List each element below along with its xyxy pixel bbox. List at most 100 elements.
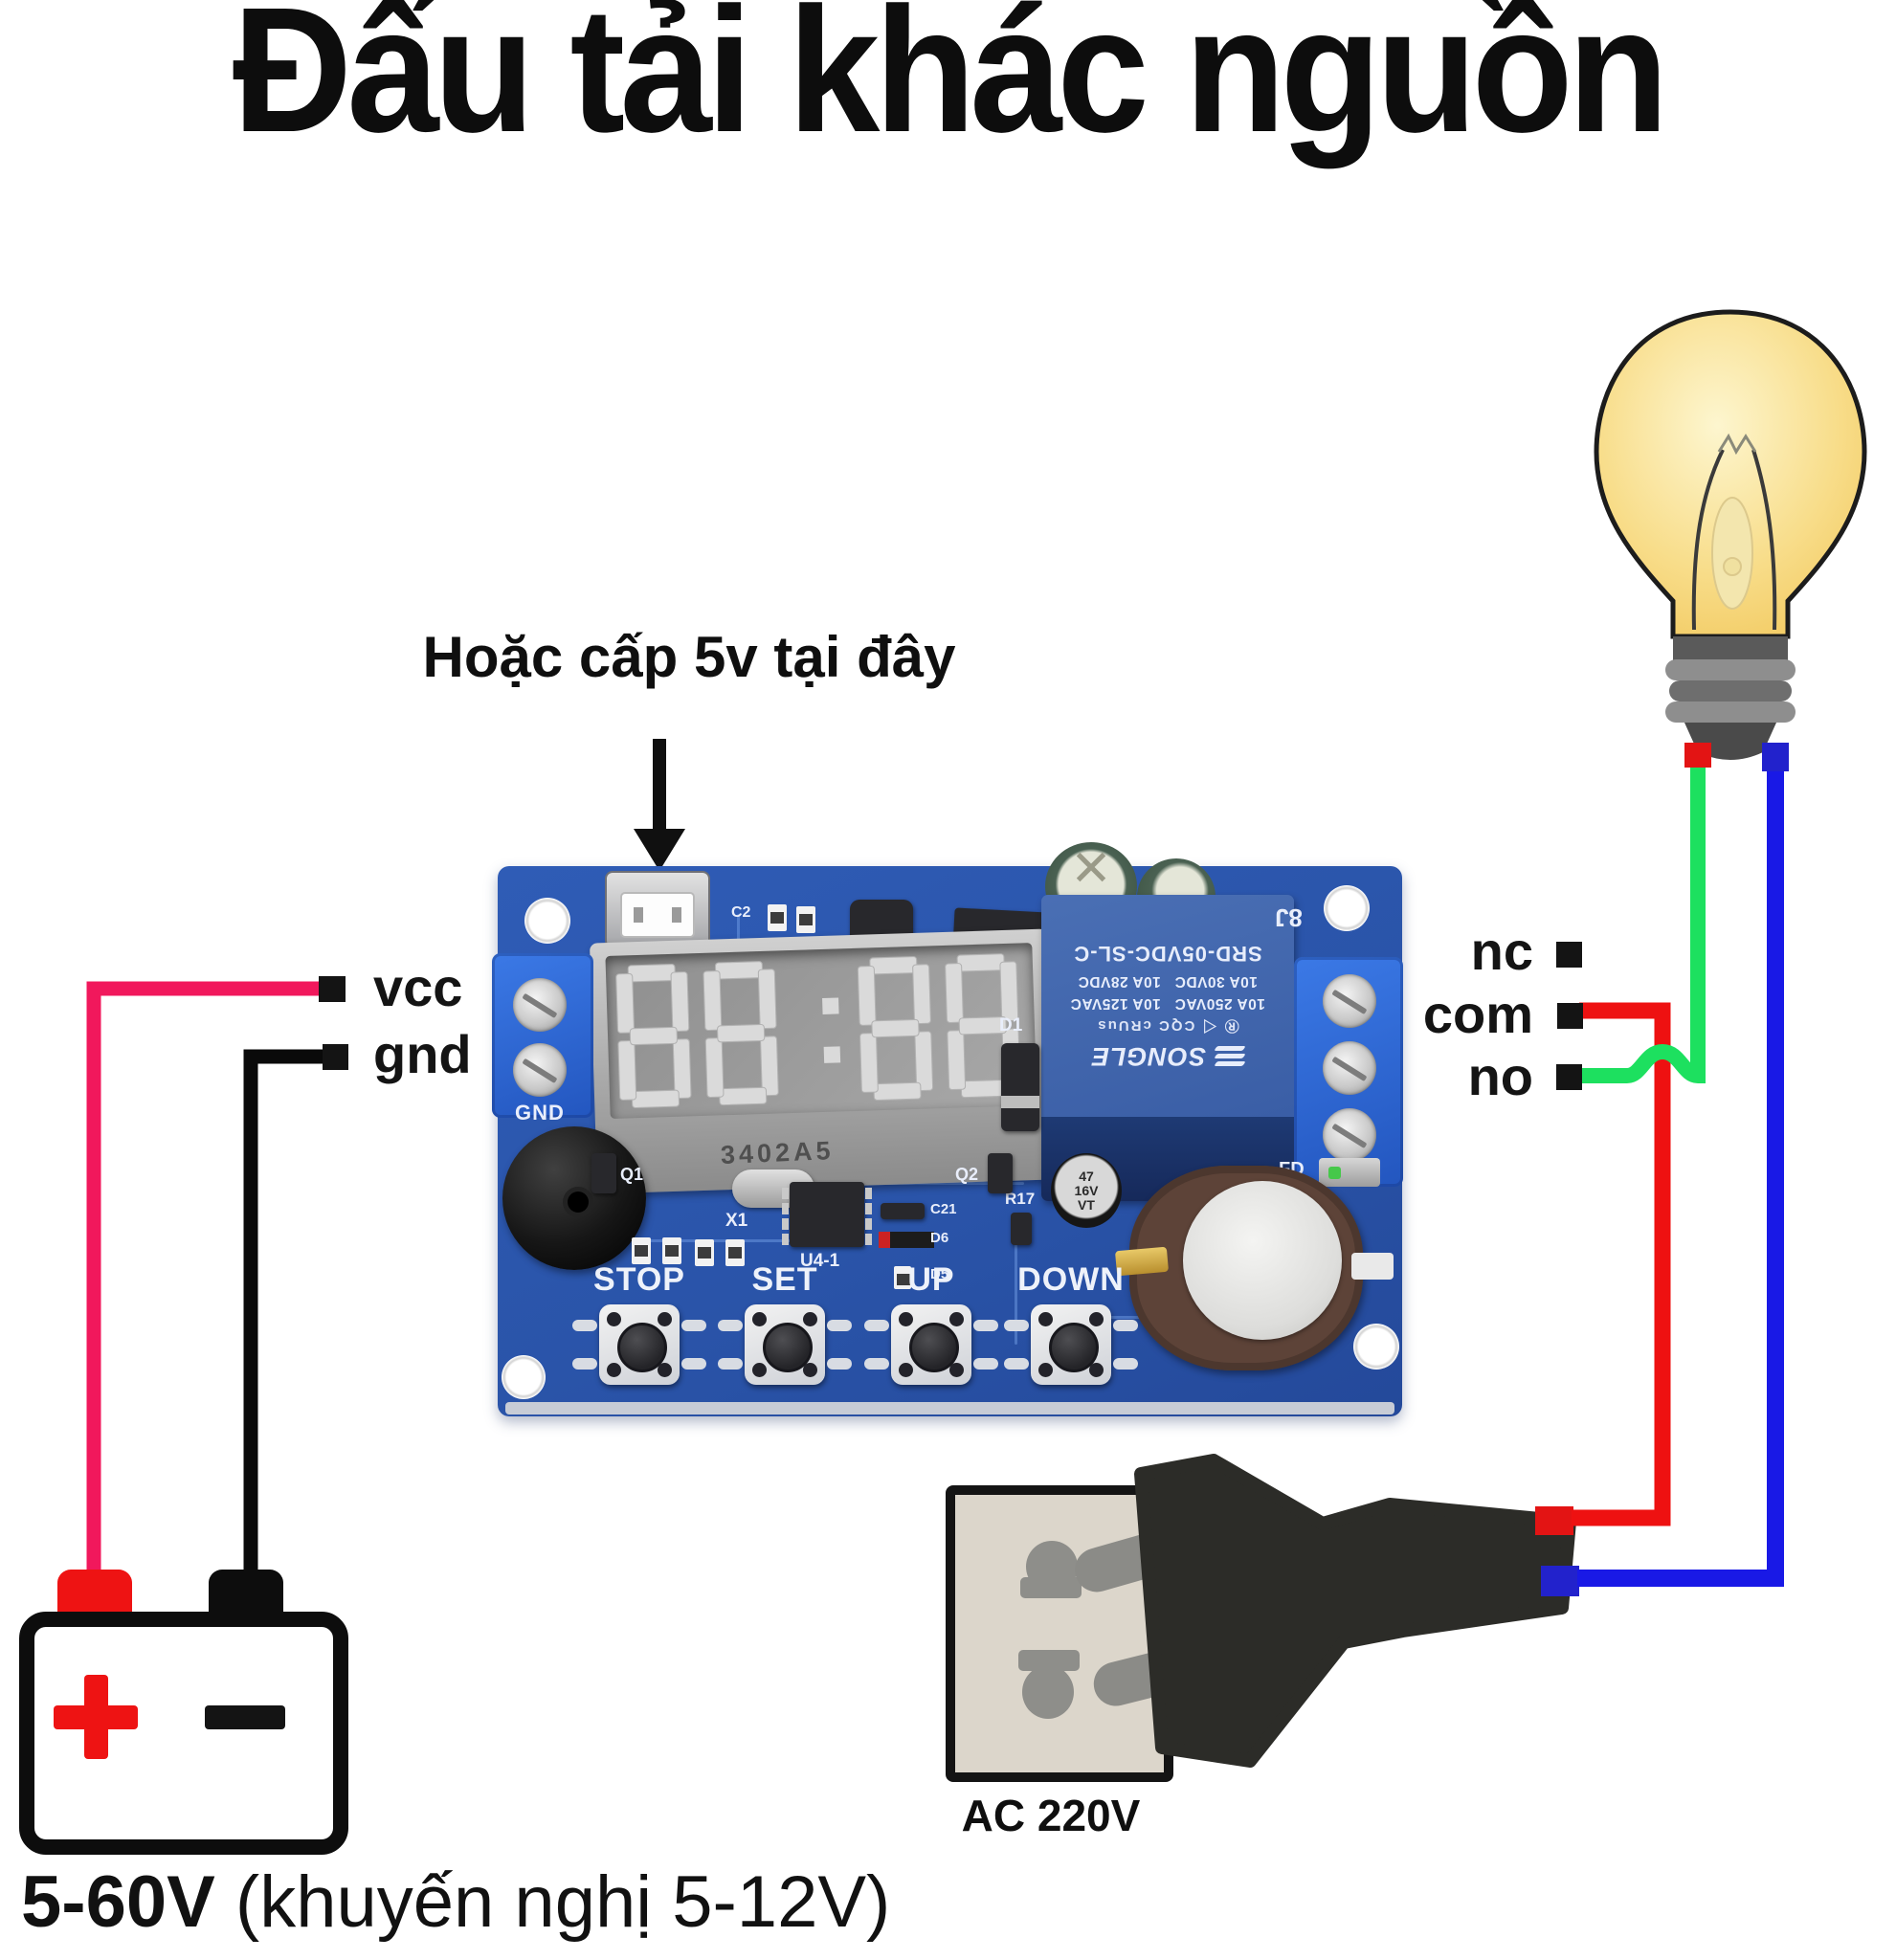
display-digits <box>614 952 1021 1109</box>
up-button[interactable] <box>864 1304 998 1385</box>
buzzer <box>502 1126 646 1270</box>
diode-d5 <box>894 1266 911 1289</box>
set-button-cap[interactable] <box>763 1323 813 1372</box>
battery-plus-icon-bar <box>84 1675 108 1759</box>
power-plug <box>1075 1454 1579 1768</box>
page-title: Đấu tải khác nguồn <box>232 0 1669 169</box>
vcc-label: vcc <box>373 957 463 1017</box>
usb-slot <box>634 907 643 923</box>
silk-x1: X1 <box>725 1211 748 1231</box>
bulb-stem <box>1711 497 1753 610</box>
battery-minus-icon <box>205 1705 285 1729</box>
relay-cert-marks: Ⓡ ◁ CQC cRUus <box>1096 1017 1239 1034</box>
button-label-up: UP <box>907 1261 955 1298</box>
button-label-down: DOWN <box>1017 1261 1125 1298</box>
mounting-hole <box>1324 885 1370 931</box>
wire-vcc <box>86 981 319 1579</box>
button-label-set: SET <box>751 1261 818 1298</box>
relay-top <box>1041 895 1294 1117</box>
battery-voltage-range: 5-60V <box>21 1861 215 1943</box>
silk-q2: Q2 <box>955 1165 979 1184</box>
mounting-hole <box>1353 1324 1399 1370</box>
bulb-stem-dot <box>1723 557 1742 576</box>
com-terminal-square <box>1557 1003 1583 1029</box>
smd-component <box>695 1239 714 1266</box>
silk-c21: C21 <box>930 1201 957 1217</box>
screw <box>1323 1108 1376 1162</box>
capacitor-x-mark: ✕ <box>1070 841 1112 897</box>
silk-d5: D5 <box>930 1266 949 1282</box>
filament-icon <box>1717 433 1757 456</box>
cap-c21 <box>881 1203 925 1219</box>
set-button[interactable] <box>718 1304 852 1385</box>
smd-component <box>768 904 787 931</box>
ic-u4 <box>782 1182 872 1247</box>
smd-component <box>632 1237 651 1264</box>
mounting-hole <box>502 1355 546 1399</box>
screw <box>513 978 567 1032</box>
bulb-base-collar <box>1673 636 1788 661</box>
ac-voltage-label: AC 220V <box>961 1791 1141 1840</box>
smd-component <box>662 1237 681 1264</box>
gnd-label: gnd <box>373 1024 472 1084</box>
down-arrow-icon <box>653 739 666 831</box>
coin-cell-battery <box>1183 1181 1342 1340</box>
wire-gnd <box>243 1049 323 1579</box>
relay-markings: SONGLE Ⓡ ◁ CQC cRUus 10A 250VAC 10A 125V… <box>1045 899 1290 1113</box>
socket-hole-bottom-base <box>1018 1650 1080 1671</box>
diode-d6 <box>879 1232 934 1248</box>
up-button-cap[interactable] <box>909 1323 959 1372</box>
button-label-stop: STOP <box>593 1261 685 1298</box>
silk-c2: C2 <box>731 904 751 921</box>
bulb-terminal-blue <box>1762 743 1789 771</box>
battery-voltage-caption: 5-60V (khuyến nghị 5-12V) <box>21 1860 1074 1944</box>
silk-d6: D6 <box>930 1230 949 1246</box>
bulb-terminal-red <box>1684 743 1711 768</box>
micro-usb-face <box>620 892 695 938</box>
seven-segment-display: 3402A5 <box>590 928 1055 1194</box>
stop-button[interactable] <box>572 1304 706 1385</box>
socket-hole-bottom-icon <box>1022 1665 1074 1719</box>
timer-relay-board: ✕ C2 R1 <box>492 841 1403 1416</box>
transistor-q1 <box>591 1153 616 1193</box>
battery-voltage-note: (khuyến nghị 5-12V) <box>214 1861 891 1943</box>
filament-support-left <box>1691 449 1725 631</box>
no-terminal-square <box>1556 1064 1582 1090</box>
nc-label: nc <box>1470 921 1533 981</box>
bulb-thread-1 <box>1665 659 1796 680</box>
pcb-bottom-edge <box>505 1402 1394 1414</box>
usb-annotation: Hoặc cấp 5v tại đây <box>422 625 956 689</box>
nc-terminal-square <box>1556 942 1582 968</box>
stop-button-cap[interactable] <box>617 1323 667 1372</box>
diode-band <box>1001 1096 1039 1108</box>
display-serial-code: 3402A5 <box>720 1136 836 1169</box>
vcc-terminal-square <box>319 976 346 1002</box>
pcb-trace <box>1015 1230 1017 1345</box>
capacitor-47uf: 47 16V VT <box>1051 1153 1122 1228</box>
terminal-block-right <box>1294 957 1403 1187</box>
relay-rating-dc: 10A 30VDC 10A 28VDC <box>1078 973 1258 990</box>
coin-cell-tab <box>1351 1253 1394 1280</box>
screw <box>1323 1041 1376 1095</box>
relay-brand: SONGLE <box>1091 1042 1207 1071</box>
screw <box>1323 974 1376 1028</box>
smd-component <box>796 906 815 933</box>
display-panel <box>605 943 1037 1119</box>
no-label: no <box>1467 1046 1533 1106</box>
plug-body <box>1134 1454 1576 1768</box>
resistor-r17 <box>1011 1213 1032 1245</box>
battery-negative-cap <box>209 1570 283 1617</box>
ac-socket <box>946 1485 1173 1782</box>
silk-q1: Q1 <box>620 1165 644 1184</box>
light-bulb <box>1594 309 1867 760</box>
smd-component <box>725 1239 745 1266</box>
terminal-block-left <box>492 953 593 1118</box>
down-button[interactable] <box>1004 1304 1138 1385</box>
socket-hole-top-base <box>1020 1577 1082 1598</box>
down-button-cap[interactable] <box>1049 1323 1099 1372</box>
battery-positive-cap <box>57 1570 132 1617</box>
battery <box>19 1612 348 1855</box>
capacitor-47uf-label: 47 16V VT <box>1074 1168 1099 1213</box>
down-arrow-tip-icon <box>634 829 685 871</box>
